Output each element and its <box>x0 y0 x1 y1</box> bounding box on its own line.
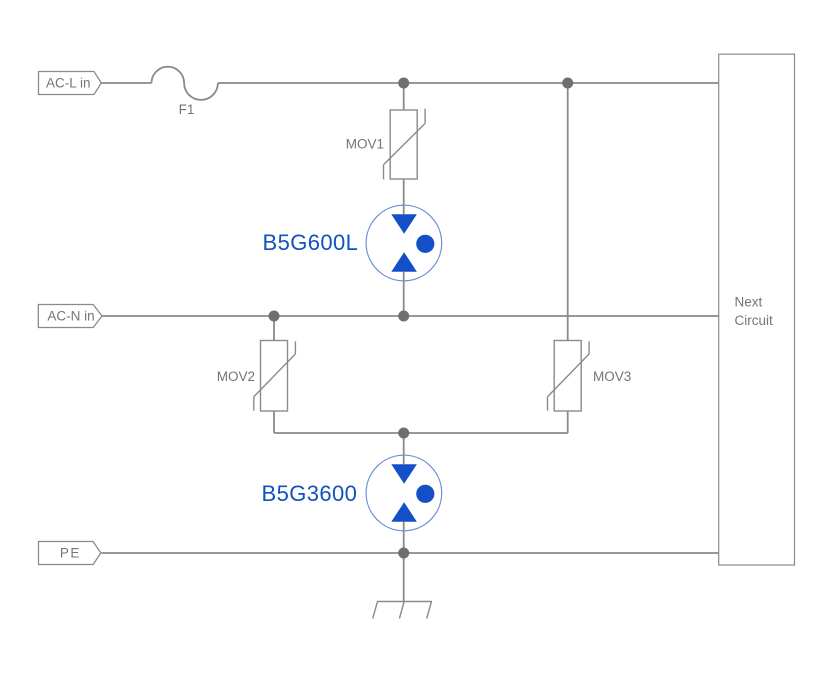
svg-text:Next: Next <box>735 295 763 310</box>
svg-text:Circuit: Circuit <box>735 313 774 328</box>
svg-text:AC-L in: AC-L in <box>46 76 91 91</box>
svg-text:PE: PE <box>60 546 81 561</box>
svg-text:F1: F1 <box>179 102 195 117</box>
svg-text:B5G3600: B5G3600 <box>262 481 358 506</box>
svg-text:MOV1: MOV1 <box>346 136 384 151</box>
svg-text:MOV3: MOV3 <box>593 369 631 384</box>
svg-text:MOV2: MOV2 <box>217 369 255 384</box>
svg-text:AC-N in: AC-N in <box>47 309 94 324</box>
svg-text:B5G600L: B5G600L <box>263 230 359 255</box>
